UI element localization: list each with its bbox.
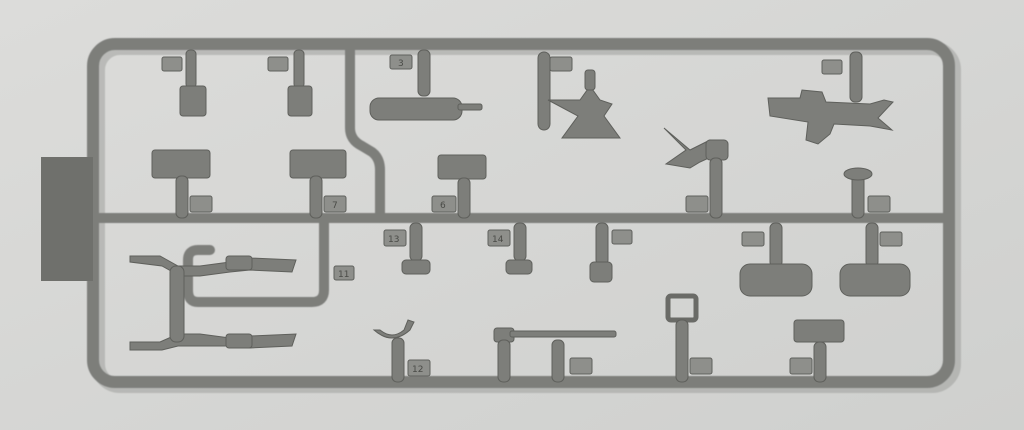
part-number-12: 12 (412, 365, 423, 375)
part-number-14: 14 (492, 235, 504, 245)
gates-and-parts (129, 49, 911, 383)
part-number-13: 13 (388, 235, 399, 245)
part-number-tags: 3 6 7 11 12 13 14 (332, 59, 504, 375)
part-number-7: 7 (332, 201, 338, 211)
part-number-6: 6 (440, 201, 446, 211)
sprue-tab (41, 157, 93, 281)
part-number-3: 3 (398, 59, 404, 69)
part-number-11: 11 (338, 270, 349, 280)
